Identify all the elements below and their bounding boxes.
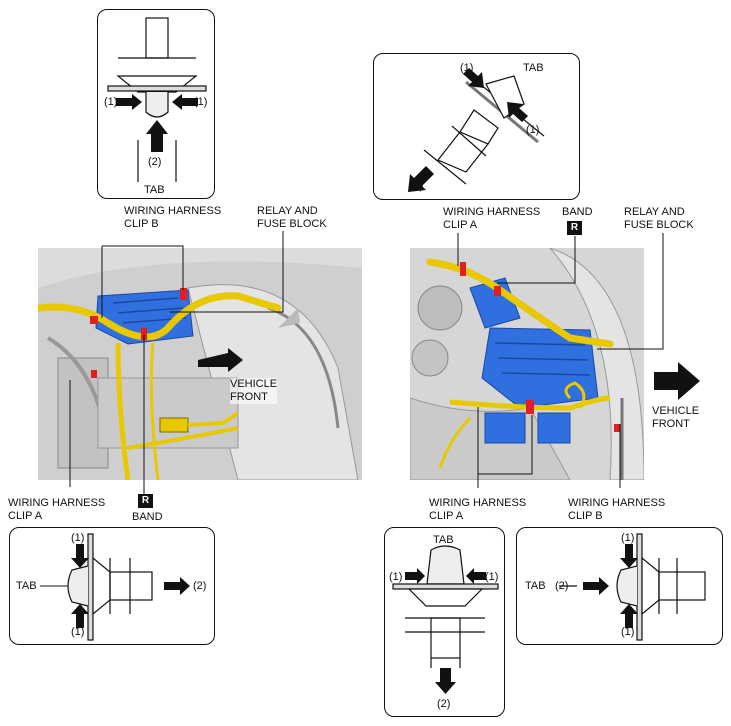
- press-label-bottom: (1): [526, 124, 540, 136]
- left-r-badge: R: [138, 494, 153, 508]
- right-band-label: BAND: [562, 206, 593, 218]
- push-label: (2): [148, 156, 162, 168]
- tab-label: TAB: [16, 580, 37, 592]
- pull-label: (2): [410, 180, 424, 192]
- right-clip-b-label: WIRING HARNESS CLIP B: [568, 497, 666, 522]
- clip-b-removal-drawing: [107, 17, 207, 182]
- press-label-top: (1): [71, 532, 85, 544]
- right-vehicle-front-label: VEHICLE FRONT: [652, 405, 700, 430]
- tab-label: TAB: [525, 580, 546, 592]
- tab-label: TAB: [523, 62, 544, 74]
- pull-label: (2): [193, 580, 207, 592]
- right-r-badge: R: [567, 221, 582, 235]
- left-relay-fuse-label: RELAY AND FUSE BLOCK: [257, 205, 327, 230]
- press-label-right: (1): [194, 96, 208, 108]
- left-clip-b-detail: (1) (1) (2) TAB: [97, 9, 215, 199]
- left-clip-a-detail: (1) (1) TAB (2): [9, 527, 215, 645]
- clip-b-removal-drawing: [559, 533, 706, 641]
- press-label-bottom: (1): [71, 626, 85, 638]
- pull-label: (2): [437, 698, 451, 710]
- left-band-label: BAND: [132, 511, 163, 523]
- press-label-right: (1): [485, 571, 499, 583]
- right-clip-a-bottom-label: WIRING HARNESS CLIP A: [429, 497, 527, 522]
- left-clip-a-label: WIRING HARNESS CLIP A: [8, 497, 106, 522]
- press-label-left: (1): [389, 571, 403, 583]
- tab-label: TAB: [144, 184, 165, 196]
- press-label-top: (1): [460, 62, 474, 74]
- push-label: (2): [555, 580, 569, 592]
- clip-a-removal-drawing: [40, 533, 190, 641]
- right-clip-a-bottom-detail: TAB (1) (1) (2): [384, 527, 505, 717]
- left-clip-b-label: WIRING HARNESS CLIP B: [124, 205, 222, 230]
- left-engine-bay-image: [38, 248, 362, 480]
- tab-label: TAB: [433, 534, 454, 546]
- clip-a-removal-drawing: [408, 68, 545, 192]
- right-clip-b-detail: TAB (2) (1) (1): [516, 527, 723, 645]
- press-label-bottom: (1): [621, 626, 635, 638]
- left-vehicle-front-label: VEHICLE FRONT: [230, 378, 278, 404]
- right-clip-a-label: WIRING HARNESS CLIP A: [443, 206, 541, 231]
- right-clip-a-detail: (1) TAB (1) (2): [373, 53, 580, 200]
- clip-a-removal-drawing: [392, 545, 499, 694]
- press-label-left: (1): [104, 96, 118, 108]
- press-label-top: (1): [621, 532, 635, 544]
- right-relay-fuse-label: RELAY AND FUSE BLOCK: [624, 206, 694, 231]
- right-engine-bay-image: [410, 248, 644, 480]
